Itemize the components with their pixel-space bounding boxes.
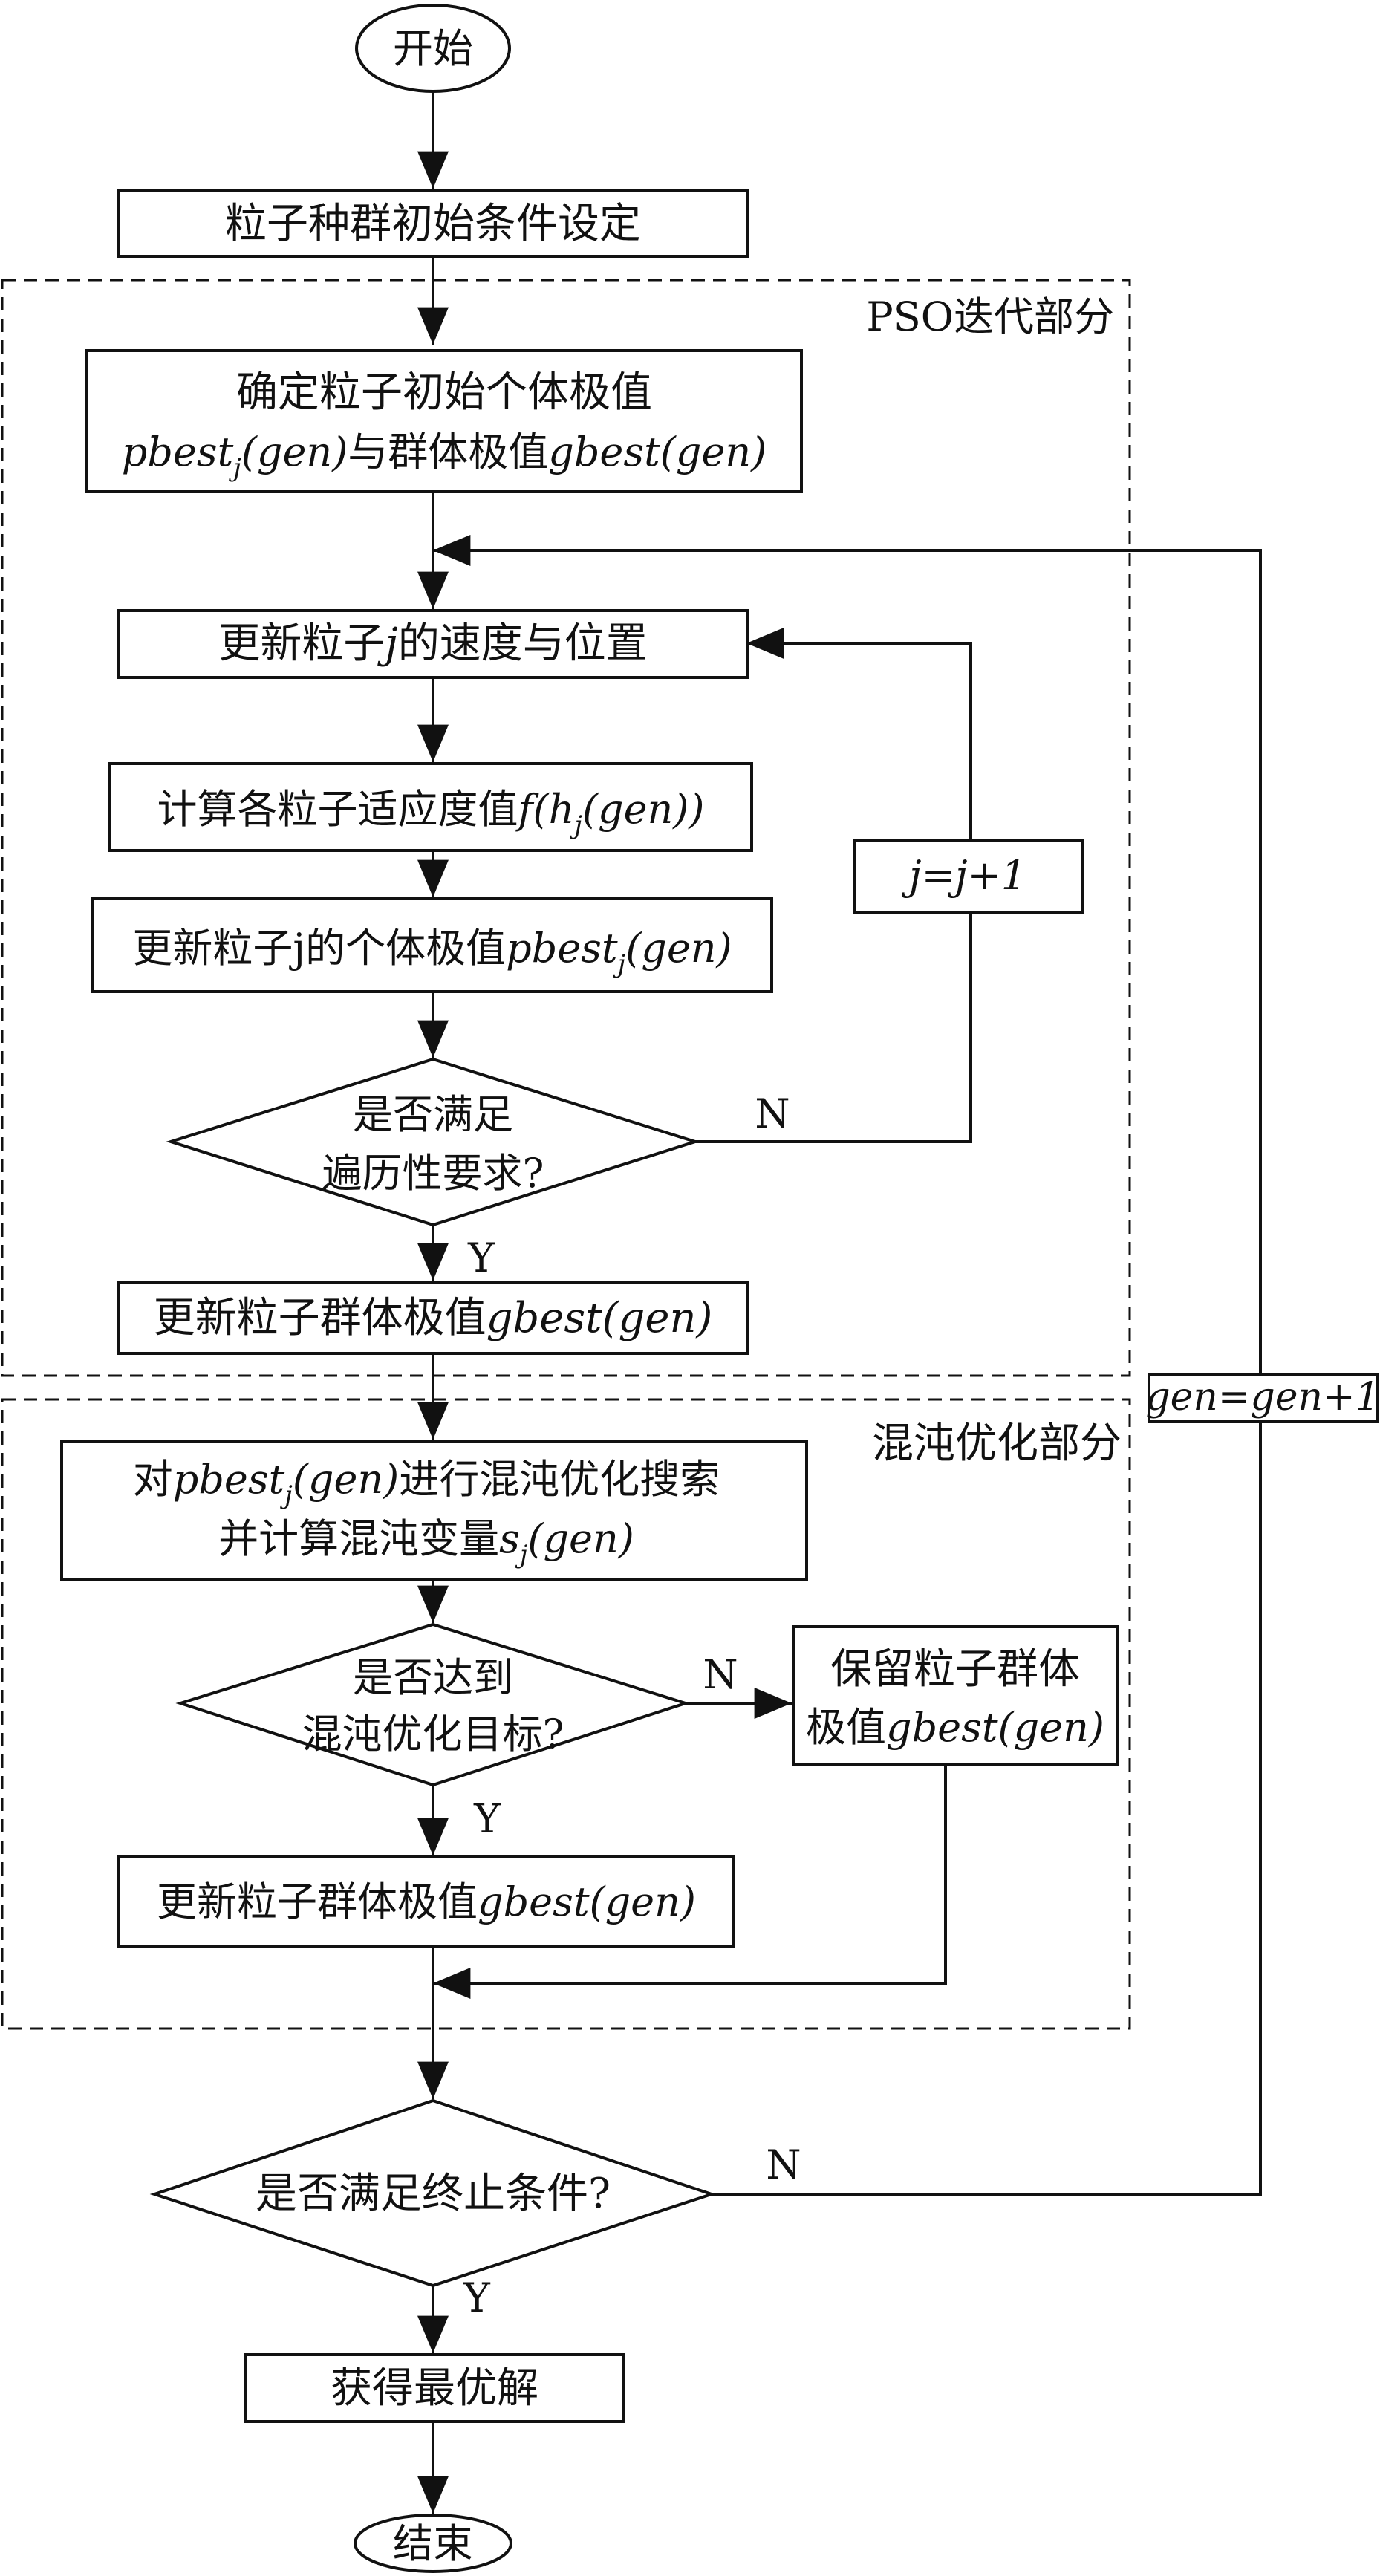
chaos-goal-no-label: N [703, 1651, 738, 1698]
update-pbest-box [91, 897, 773, 993]
keep-gbest-line2: 极值gbest(gen) [806, 1704, 1104, 1751]
keep-gbest-box [792, 1625, 1119, 1766]
ergodic-yes-label: Y [467, 1235, 495, 1281]
init-box [117, 189, 749, 258]
chaos-goal-yes-label: Y [473, 1795, 501, 1842]
chaos-region-label: 混沌优化部分 [872, 1419, 1122, 1468]
update-gbest-label-1: 更新粒子群体极值gbest(gen) [154, 1294, 713, 1342]
pso-region [1, 279, 1131, 1377]
terminate-decision [149, 2098, 717, 2288]
init-label: 粒子种群初始条件设定 [225, 200, 641, 248]
j-increment-box [853, 839, 1084, 914]
edge-keep-merge [433, 1765, 947, 1999]
update-velocity-box [117, 609, 749, 679]
initial-extreme-box [85, 349, 803, 493]
gen-increment-box [1148, 1373, 1379, 1423]
result-box [244, 2353, 625, 2423]
keep-gbest-line1: 保留粒子群体 [830, 1645, 1080, 1694]
pso-region-label: PSO迭代部分 [866, 293, 1114, 340]
chaos-search-line1: 对pbestj(gen)进行混沌优化搜索 [133, 1456, 720, 1510]
start-node [355, 4, 511, 93]
fitness-label: 计算各粒子适应度值f(hj(gen)) [157, 786, 705, 840]
edge-ergodic-no [695, 912, 972, 1143]
initial-extreme-line1: 确定粒子初始个体极值 [236, 368, 652, 417]
terminate-label: 是否满足终止条件? [256, 2170, 611, 2218]
terminate-yes-label: Y [463, 2274, 491, 2321]
connectors [417, 93, 1262, 2514]
update-gbest-box-2 [117, 1855, 735, 1948]
update-gbest-box-1 [117, 1281, 749, 1355]
chaos-goal-line1: 是否达到 [353, 1654, 513, 1701]
j-increment-label: j=j+1 [902, 852, 1026, 899]
result-label: 获得最优解 [331, 2364, 538, 2413]
start-label: 开始 [393, 25, 473, 72]
edge-geninc-loop [433, 535, 1262, 1373]
edge-terminate-no [712, 1422, 1262, 2196]
terminate-no-label: N [766, 2141, 801, 2188]
chaos-region [1, 1398, 1131, 2030]
chaos-goal-line2: 混沌优化目标? [302, 1711, 564, 1757]
chaos-goal-decision [175, 1622, 691, 1787]
fitness-box [108, 762, 753, 852]
update-pbest-label: 更新粒子j的个体极值pbestj(gen) [132, 925, 732, 979]
initial-extreme-line2: pbestj(gen)与群体极值gbest(gen) [122, 429, 767, 483]
end-node [354, 2514, 512, 2573]
ergodic-line1: 是否满足 [353, 1091, 513, 1138]
gen-increment-label: gen=gen+1 [1145, 1375, 1379, 1419]
chaos-search-line2: 并计算混沌变量sj(gen) [218, 1515, 634, 1570]
chaos-search-box [60, 1440, 808, 1581]
update-velocity-label: 更新粒子j的速度与位置 [218, 619, 647, 668]
end-label: 结束 [393, 2520, 473, 2567]
edge-jinc-velocity [746, 628, 972, 840]
update-gbest-label-2: 更新粒子群体极值gbest(gen) [157, 1879, 696, 1925]
ergodic-line2: 遍历性要求? [322, 1150, 544, 1197]
ergodic-no-label: N [755, 1090, 790, 1137]
ergodic-decision [166, 1057, 700, 1227]
